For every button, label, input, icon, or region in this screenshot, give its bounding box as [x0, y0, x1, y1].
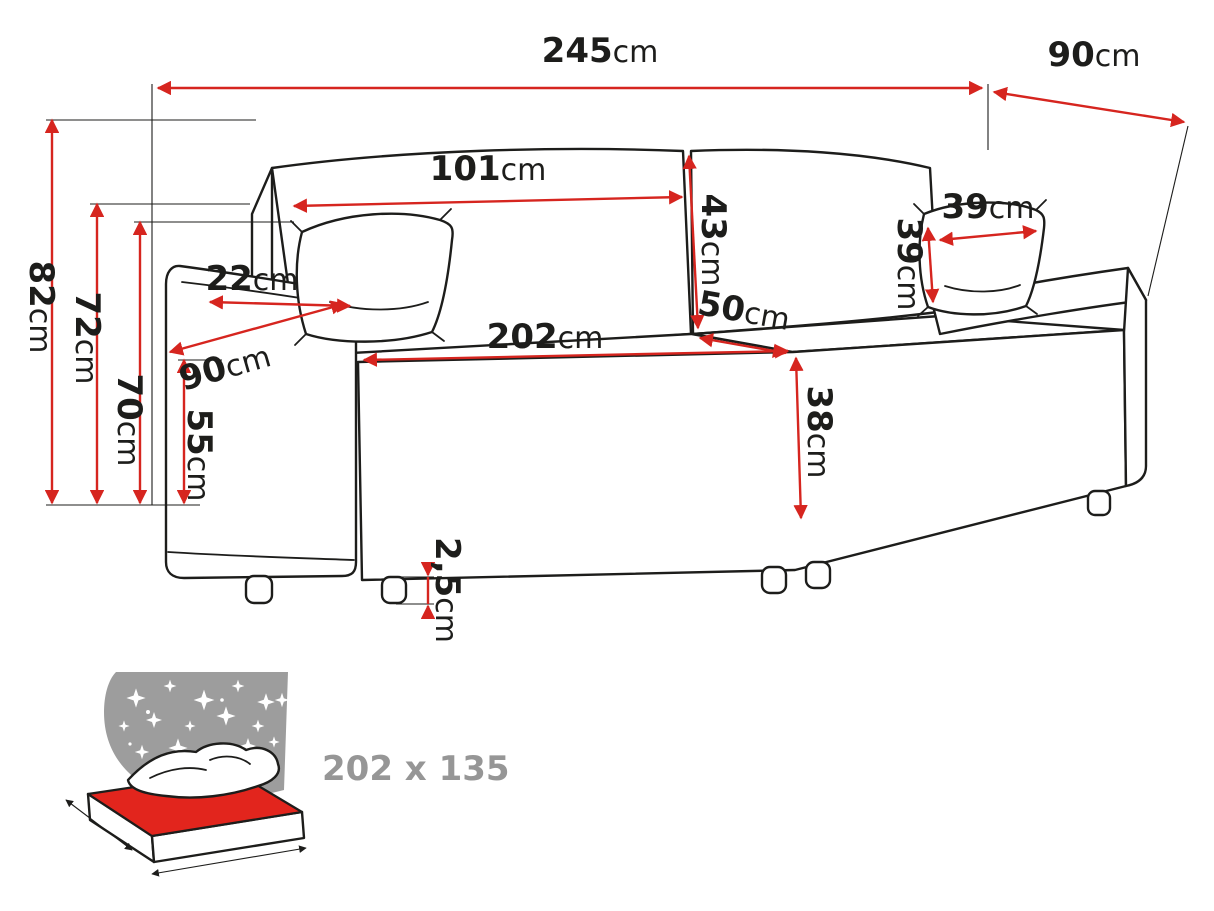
dim-unit: cm	[22, 308, 57, 354]
dim-line-depth-total	[992, 86, 1186, 128]
dim-line-pillow-height	[921, 226, 940, 304]
dim-label-seat-depth: 50cm	[695, 283, 794, 339]
dim-label-armrest-width: 22cm	[205, 259, 298, 299]
dim-value: 90	[1047, 35, 1094, 75]
dim-value: 82	[21, 260, 61, 307]
dim-unit: cm	[694, 241, 729, 287]
dim-value: 245	[542, 31, 613, 71]
star-dot	[220, 698, 224, 702]
dim-unit: cm	[253, 263, 299, 298]
sleeping-area-icon: 202 x 135	[65, 672, 510, 877]
dim-unit: cm	[110, 421, 145, 467]
dim-unit: cm	[741, 296, 792, 338]
bed-depth-arrow	[65, 799, 133, 851]
dim-label-depth-total: 90cm	[1047, 35, 1140, 75]
dim-value: 22	[205, 259, 252, 299]
sofa-leg	[244, 574, 274, 605]
sleeping-area-label: 202 x 135	[322, 749, 510, 789]
dim-label-height-total: 82cm	[21, 260, 61, 353]
right-armrest-side	[1122, 266, 1148, 488]
dim-value: 38	[799, 385, 839, 432]
dim-line-pillow-width	[938, 225, 1038, 246]
dim-unit: cm	[800, 433, 835, 479]
dimension-labels: 245cm 90cm 101cm 43cm 39cm 39cm 22cm 50c…	[21, 31, 1141, 643]
dim-unit: cm	[68, 339, 103, 385]
star-dot	[128, 742, 132, 746]
dim-value: 2,5	[427, 537, 467, 597]
dim-label-backrest-width: 101cm	[430, 149, 547, 189]
dim-value: 43	[693, 193, 733, 240]
dim-value: 101	[430, 149, 501, 189]
dim-label-seat-front-height: 38cm	[799, 385, 839, 478]
seat-base	[356, 328, 1128, 582]
dim-unit: cm	[180, 456, 215, 502]
sofa-leg	[380, 575, 408, 605]
left-armrest-base-seam	[167, 551, 355, 561]
dim-value: 70	[109, 373, 149, 420]
dim-value: 50	[695, 283, 749, 331]
dim-unit: cm	[428, 597, 463, 643]
dim-unit: cm	[890, 265, 925, 311]
dim-label-pillow-width: 39cm	[941, 187, 1034, 227]
extension-lines	[46, 84, 1189, 605]
dim-label-width-total: 245cm	[542, 31, 659, 71]
duvet-fold	[209, 755, 251, 765]
left-pillow	[290, 208, 454, 346]
dim-unit: cm	[558, 321, 604, 356]
sofa-leg	[760, 565, 788, 595]
dim-unit: cm	[501, 153, 547, 188]
dim-line-seat-width	[362, 344, 790, 367]
dim-line-seat-front-height	[789, 356, 808, 520]
star-dot	[146, 710, 150, 714]
dim-line-backrest-width	[292, 190, 684, 213]
dim-value: 72	[67, 291, 107, 338]
dimension-lines	[44, 80, 1186, 619]
dim-label-seat-width: 202cm	[487, 317, 604, 357]
extension-line	[1147, 125, 1189, 297]
dim-value: 55	[179, 408, 219, 455]
dim-label-leg-height: 2,5cm	[427, 537, 467, 643]
bed-width-arrow	[151, 845, 307, 877]
dim-unit: cm	[613, 35, 659, 70]
dim-value: 202	[487, 317, 558, 357]
dim-line-armrest-depth	[168, 300, 346, 356]
dim-value: 39	[941, 187, 988, 227]
sofa-leg	[1086, 489, 1112, 517]
dim-unit: cm	[989, 191, 1035, 226]
dim-label-backrest-height: 43cm	[693, 193, 733, 286]
duvet-fold	[149, 767, 207, 779]
dim-value: 39	[889, 217, 929, 264]
duvet	[126, 742, 281, 799]
dim-line-backrest-height	[682, 154, 705, 330]
dim-unit: cm	[1095, 39, 1141, 74]
dim-label-pillow-height: 39cm	[889, 217, 929, 310]
dim-label-height-backrest: 72cm	[67, 291, 107, 384]
sofa-leg	[804, 560, 832, 590]
dim-label-height-armrest: 55cm	[179, 408, 219, 501]
dim-label-height-seat-back: 70cm	[109, 373, 149, 466]
